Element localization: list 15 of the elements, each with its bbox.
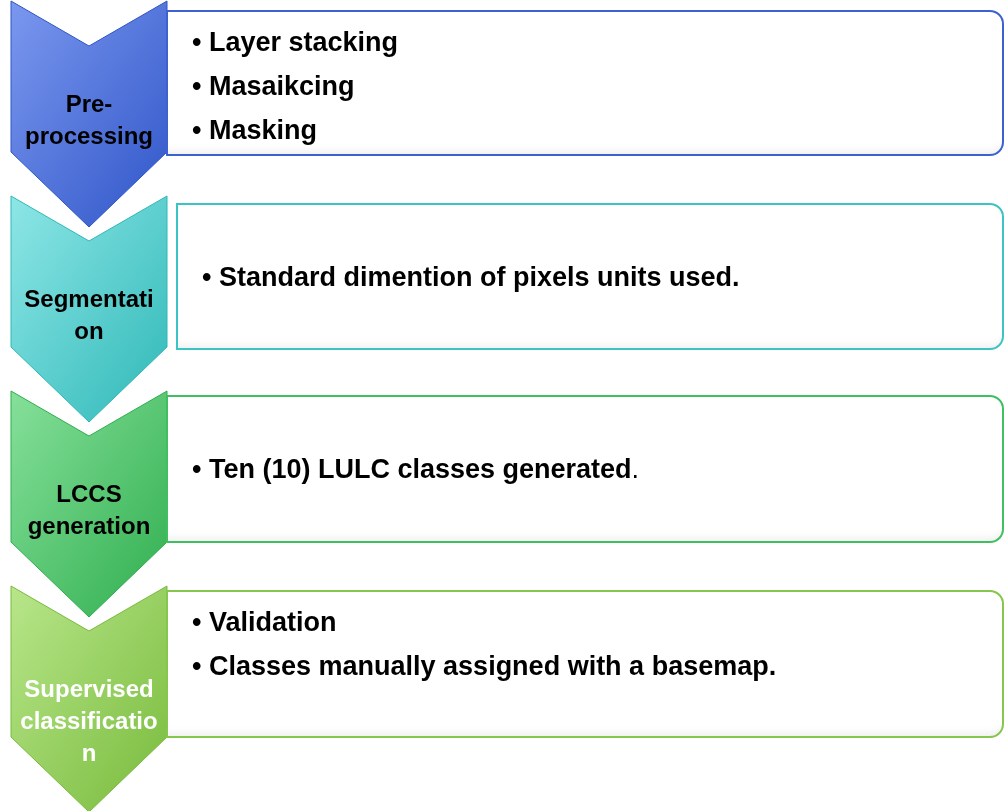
bullet-item: • Standard dimention of pixels units used. <box>202 261 740 294</box>
bullet-item: • Masking <box>192 114 317 147</box>
step-panel <box>166 395 1004 543</box>
bullet-item: • Ten (10) LULC classes generated. <box>192 453 640 486</box>
bullet-item: • Classes manually assigned with a basemap. <box>192 650 777 683</box>
step-panel <box>176 203 1004 350</box>
bullet-item: • Masaikcing <box>192 70 355 103</box>
step-label: Pre- processing <box>23 89 154 151</box>
step-label: Supervised classificatio n <box>19 674 159 768</box>
step-label: LCCS generation <box>26 479 152 541</box>
bullet-item: • Validation <box>192 606 337 639</box>
step-label: Segmentati on <box>23 284 155 346</box>
step-panel <box>166 10 1004 156</box>
step-panel <box>166 590 1004 738</box>
bullet-item: • Layer stacking <box>192 26 399 59</box>
